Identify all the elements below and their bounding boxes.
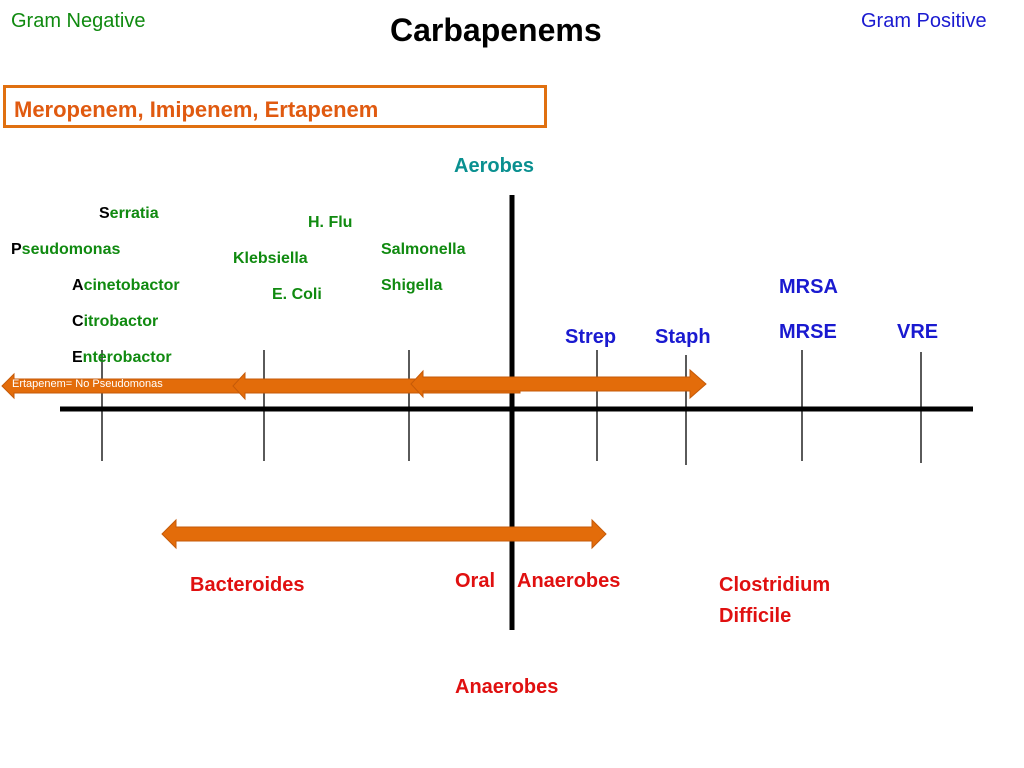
organism-citrobactor: Citrobactor [72, 314, 158, 330]
anaerobe-coverage-arrow [161, 518, 607, 550]
anaerobes-axis-label: Anaerobes [455, 676, 559, 698]
organism-salmonella: Salmonella [381, 241, 466, 258]
organism-clostridium-line2: Difficile [719, 605, 792, 627]
organism-rest: erratia [109, 205, 159, 222]
organism-rest: nterobactor [82, 349, 172, 366]
organism-staph: Staph [655, 326, 711, 348]
organism-shigella: Shigella [381, 277, 443, 294]
organism-hflu: H. Flu [308, 214, 353, 231]
organism-rest: itrobactor [83, 313, 159, 330]
organism-oral: Oral [455, 570, 496, 592]
organism-strep: Strep [565, 326, 617, 348]
organism-pseudomonas: Pseudomonas [11, 242, 120, 258]
organism-initial: E [72, 349, 83, 366]
gram-negative-label: Gram Negative [11, 10, 146, 32]
drug-list: Meropenem, Imipenem, Ertapenem [14, 97, 379, 122]
organism-initial: S [99, 205, 110, 222]
organism-clostridium-line1: Clostridium [719, 574, 831, 596]
organism-rest: seudomonas [21, 241, 121, 258]
organism-bacteroides: Bacteroides [190, 574, 305, 596]
ertapenem-note: Ertapenem= No Pseudomonas [12, 378, 163, 390]
organism-klebsiella: Klebsiella [233, 250, 308, 267]
organism-vre: VRE [897, 321, 939, 343]
organism-rest: cinetobactor [83, 277, 180, 294]
organism-enterobactor: Enterobactor [72, 350, 172, 366]
organism-oral-anaerobes: Anaerobes [517, 570, 621, 592]
aerobes-axis-label: Aerobes [454, 155, 535, 177]
organism-mrse: MRSE [779, 321, 837, 343]
organism-ecoli: E. Coli [272, 286, 322, 303]
organism-acinetobactor: Acinetobactor [72, 278, 180, 294]
organism-initial: C [72, 313, 84, 330]
organism-initial: A [72, 277, 84, 294]
gram-positive-label: Gram Positive [861, 10, 987, 32]
organism-initial: P [11, 241, 22, 258]
drug-box: Meropenem, Imipenem, Ertapenem [3, 85, 547, 128]
organism-mrsa: MRSA [779, 276, 838, 298]
organism-serratia: Serratia [99, 206, 159, 222]
page-title: Carbapenems [390, 12, 602, 48]
coverage-arrow [410, 368, 707, 400]
